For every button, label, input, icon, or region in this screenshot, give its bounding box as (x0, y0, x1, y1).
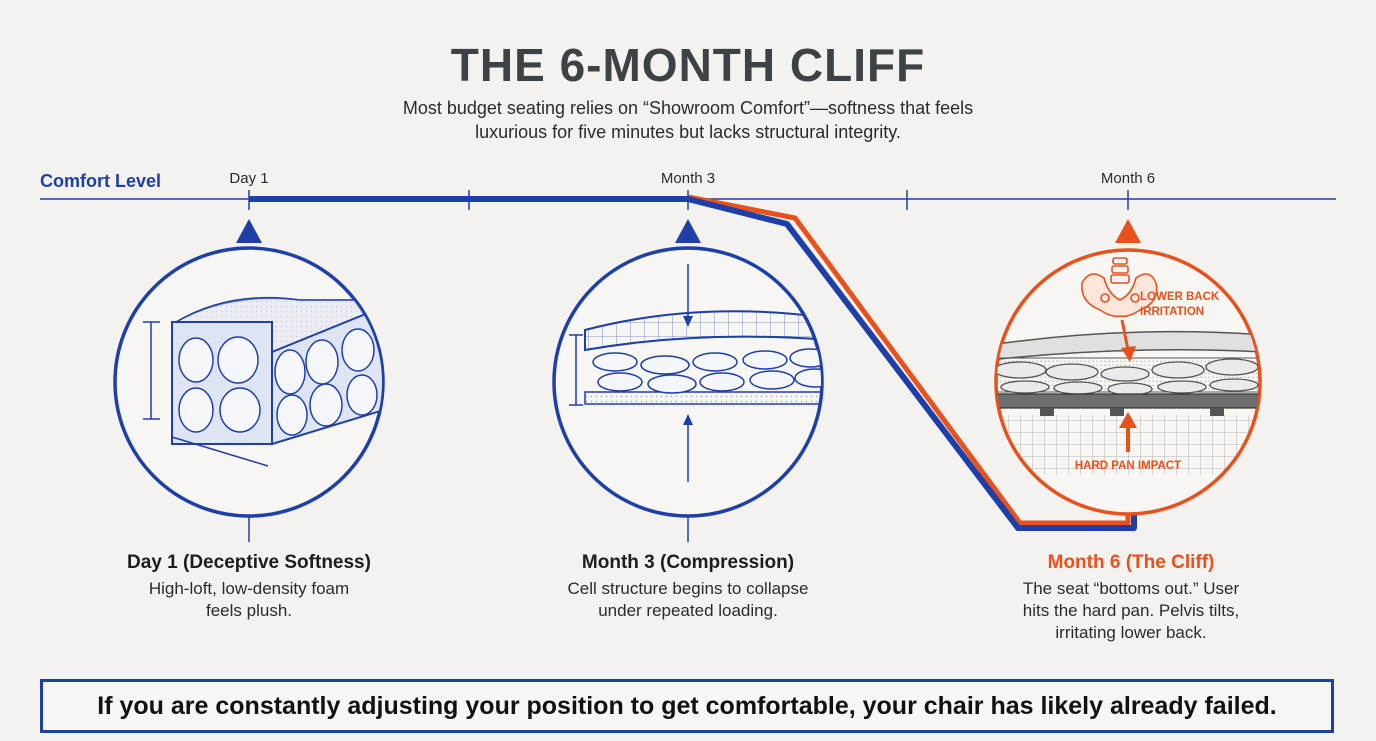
stage-3-body-line-3: irritating lower back. (1055, 623, 1207, 642)
page-title: THE 6-MONTH CLIFF (450, 39, 926, 91)
page-subtitle: Most budget seating relies on “Showroom … (0, 96, 1376, 144)
stage-2-illustration (552, 246, 824, 542)
callout-hard-pan: HARD PAN IMPACT (1075, 460, 1181, 472)
stage-2-body-line-1: Cell structure begins to collapse (567, 579, 809, 598)
down-arrow-icon (1120, 319, 1136, 362)
footer-text: If you are constantly adjusting your pos… (97, 691, 1277, 720)
stage-3-body: The seat “bottoms out.” User hits the ha… (966, 578, 1296, 644)
comfort-curve (249, 196, 1137, 531)
marker-triangle-icon (236, 219, 262, 243)
stage-1-body: High-loft, low-density foam feels plush. (84, 578, 414, 622)
pelvis-icon (1081, 257, 1158, 318)
tick-label-month-6: Month 6 (1100, 170, 1156, 187)
stage-1-heading: Day 1 (Deceptive Softness) (127, 552, 371, 573)
down-arrow-icon (683, 264, 693, 327)
tick-label-month-3: Month 3 (660, 170, 716, 187)
callout-lower-back-2: IRRITATION (1140, 306, 1204, 318)
stage-3-heading: Month 6 (The Cliff) (1047, 552, 1215, 573)
stage-1-caption: Day 1 (Deceptive Softness) High-loft, lo… (84, 552, 414, 622)
stage-1-body-line-1: High-loft, low-density foam (148, 579, 350, 598)
stage-3-body-line-2: hits the hard pan. Pelvis tilts, (1022, 601, 1240, 620)
up-arrow-icon (683, 414, 693, 482)
stage-1-body-line-2: feels plush. (206, 601, 292, 620)
stage-2-body-line-2: under repeated loading. (598, 601, 778, 620)
marker-triangle-icon (1115, 219, 1141, 243)
up-arrow-icon (1119, 412, 1137, 452)
subtitle-line-1: Most budget seating relies on “Showroom … (402, 98, 974, 118)
callout-lower-back-1: LOWER BACK (1140, 291, 1220, 303)
footer-callout: If you are constantly adjusting your pos… (40, 679, 1334, 733)
tick-label-day-1: Day 1 (229, 170, 269, 187)
stage-2-heading: Month 3 (Compression) (581, 552, 795, 573)
stage-3-caption: Month 6 (The Cliff) The seat “bottoms ou… (966, 552, 1296, 644)
stage-2-body: Cell structure begins to collapse under … (523, 578, 853, 622)
stage-2-caption: Month 3 (Compression) Cell structure beg… (523, 552, 853, 622)
comfort-curve-alert (687, 194, 1131, 526)
stage-3-illustration: LOWER BACK IRRITATION HARD PAN IMPACT (994, 248, 1262, 516)
axis-label-comfort: Comfort Level (40, 171, 162, 191)
marker-triangle-icon (675, 219, 701, 243)
subtitle-line-2: luxurious for five minutes but lacks str… (475, 122, 901, 142)
stage-3-body-line-1: The seat “bottoms out.” User (1022, 579, 1240, 598)
stage-1-illustration (113, 246, 385, 542)
